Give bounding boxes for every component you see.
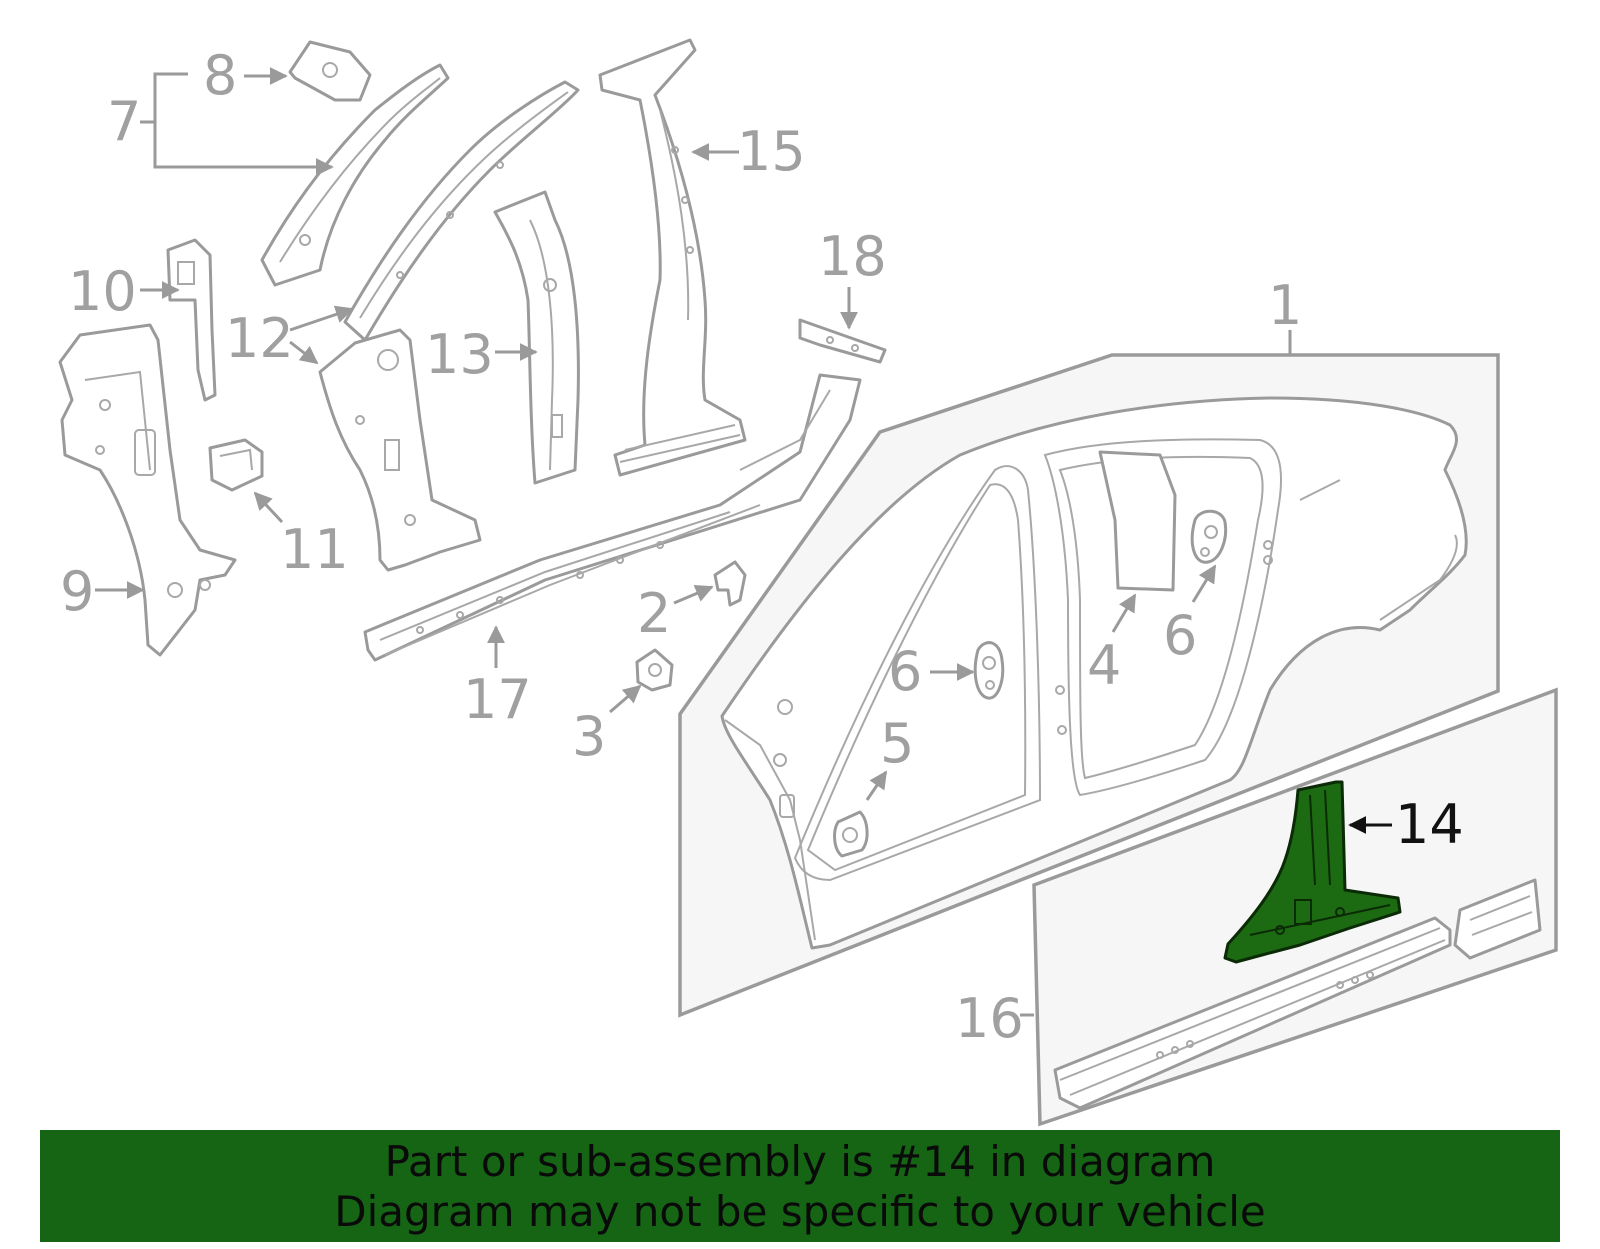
callout-3: 3	[572, 705, 606, 768]
part-6-right	[1190, 509, 1228, 564]
part-15	[598, 38, 747, 477]
part-8	[288, 40, 372, 102]
part-2	[713, 560, 747, 607]
part-12-lower	[318, 328, 482, 572]
banner-line-2: Diagram may not be specific to your vehi…	[334, 1187, 1266, 1236]
callout-5: 5	[880, 712, 914, 775]
callout-6-right: 6	[1163, 604, 1197, 667]
callout-14: 14	[1395, 793, 1464, 856]
part-12-upper	[343, 80, 580, 342]
callout-10: 10	[68, 260, 137, 323]
callout-13: 13	[425, 323, 494, 386]
banner-line-1: Part or sub-assembly is #14 in diagram	[384, 1137, 1216, 1186]
callout-2: 2	[637, 582, 671, 645]
part-16-rocker	[1053, 916, 1452, 1110]
part-10	[166, 238, 217, 402]
callout-15: 15	[737, 120, 806, 183]
callout-9: 9	[60, 560, 94, 623]
part-13	[493, 190, 580, 485]
callout-1: 1	[1268, 274, 1302, 337]
callout-8: 8	[203, 44, 237, 107]
part-6-left	[973, 641, 1005, 700]
part-5	[833, 810, 869, 858]
callout-6-left: 6	[888, 640, 922, 703]
callout-7: 7	[107, 90, 141, 153]
part-3	[635, 648, 674, 692]
part-18	[798, 318, 887, 364]
callout-11: 11	[280, 518, 349, 581]
part-16-end-bracket	[1453, 878, 1542, 960]
callout-16: 16	[955, 987, 1024, 1050]
info-banner: Part or sub-assembly is #14 in diagram D…	[40, 1130, 1560, 1242]
part-11	[208, 438, 264, 492]
callout-17: 17	[463, 668, 532, 731]
leader-lines	[95, 67, 1392, 1017]
callout-4: 4	[1087, 634, 1121, 697]
callout-12: 12	[225, 307, 294, 370]
part-1-body-side	[720, 396, 1468, 950]
callout-18: 18	[818, 225, 887, 288]
part-4	[1098, 450, 1177, 592]
callout-labels: 1 2 3 4 5 6 6 7 8 9 10 11 12 13 14 15 16…	[60, 44, 1464, 1050]
part-14-highlighted	[1223, 780, 1402, 964]
part-17	[363, 373, 862, 662]
